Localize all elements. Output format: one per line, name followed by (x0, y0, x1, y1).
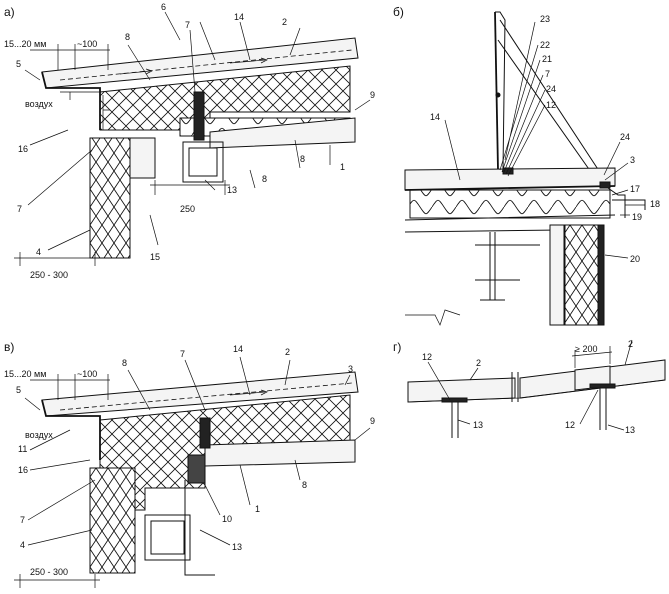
svg-text:15...20 мм: 15...20 мм (4, 369, 46, 379)
svg-text:~100: ~100 (77, 369, 97, 379)
svg-text:12: 12 (546, 100, 556, 110)
svg-text:12: 12 (565, 420, 575, 430)
connector (193, 91, 205, 141)
svg-text:7: 7 (545, 69, 550, 79)
svg-text:24: 24 (620, 132, 630, 142)
svg-text:14: 14 (234, 12, 244, 22)
svg-text:9: 9 (370, 416, 375, 426)
panel-label-g: г) (393, 340, 401, 354)
svg-text:9: 9 (370, 90, 375, 100)
svg-text:24: 24 (546, 84, 556, 94)
svg-text:2: 2 (628, 339, 633, 349)
svg-text:18: 18 (650, 199, 660, 209)
svg-text:11: 11 (18, 444, 27, 454)
svg-text:8: 8 (262, 174, 267, 184)
svg-text:13: 13 (625, 425, 635, 435)
detail-g: г) ≥ 200 12 2 2 13 12 13 (393, 339, 666, 438)
svg-text:7: 7 (180, 349, 185, 359)
svg-text:3: 3 (348, 364, 353, 374)
svg-text:5: 5 (16, 385, 21, 395)
svg-text:250 - 300: 250 - 300 (30, 567, 68, 577)
svg-text:13: 13 (227, 185, 237, 195)
svg-text:8: 8 (300, 154, 305, 164)
insulation-b (409, 189, 611, 219)
panel-label-b: б) (393, 5, 404, 19)
detail-a: а) 15...20 мм ~100 250 250 - 300 возд (4, 2, 375, 280)
vent-gap-line (59, 49, 353, 81)
svg-text:воздух: воздух (25, 99, 53, 109)
svg-text:4: 4 (36, 247, 41, 257)
svg-text:13: 13 (473, 420, 483, 430)
svg-text:250 - 300: 250 - 300 (30, 270, 68, 280)
wall (89, 137, 131, 259)
svg-text:20: 20 (630, 254, 640, 264)
svg-text:7: 7 (17, 204, 22, 214)
svg-text:3: 3 (630, 155, 635, 165)
beam-v (204, 439, 356, 467)
svg-text:2: 2 (285, 347, 290, 357)
svg-text:8: 8 (302, 480, 307, 490)
panel-label-v: в) (4, 340, 14, 354)
svg-text:≥ 200: ≥ 200 (575, 344, 597, 354)
seal (187, 454, 206, 484)
svg-text:воздух: воздух (25, 430, 53, 440)
svg-text:13: 13 (232, 542, 242, 552)
svg-text:2: 2 (476, 358, 481, 368)
svg-text:19: 19 (632, 212, 642, 222)
svg-text:1: 1 (340, 162, 345, 172)
svg-text:2: 2 (282, 17, 287, 27)
svg-text:16: 16 (18, 465, 28, 475)
svg-text:15...20 мм: 15...20 мм (4, 39, 46, 49)
svg-text:~100: ~100 (77, 39, 97, 49)
svg-text:16: 16 (18, 144, 28, 154)
svg-text:14: 14 (233, 344, 243, 354)
svg-text:22: 22 (540, 40, 550, 50)
beam (209, 117, 356, 149)
detail-v: в) 15...20 мм ~100 250 - 300 воздух 5 8 … (4, 340, 375, 588)
svg-text:5: 5 (16, 59, 21, 69)
steel-tube (182, 141, 224, 183)
svg-text:12: 12 (422, 352, 432, 362)
svg-text:7: 7 (185, 20, 190, 30)
svg-text:1: 1 (255, 504, 260, 514)
wall-cap (129, 137, 156, 179)
svg-text:7: 7 (20, 515, 25, 525)
svg-text:8: 8 (125, 32, 130, 42)
wall-v (89, 467, 136, 574)
svg-text:8: 8 (122, 358, 127, 368)
svg-text:14: 14 (430, 112, 440, 122)
steel-tube-v (144, 514, 191, 561)
svg-text:21: 21 (542, 54, 552, 64)
svg-text:10: 10 (222, 514, 232, 524)
svg-text:17: 17 (630, 184, 640, 194)
wall-b (564, 224, 601, 326)
panel-label-a: а) (4, 5, 15, 19)
svg-text:4: 4 (20, 540, 25, 550)
svg-text:6: 6 (161, 2, 166, 12)
svg-text:23: 23 (540, 14, 550, 24)
detail-b: б) 23 22 21 7 24 12 14 24 3 17 (393, 5, 660, 326)
svg-text:15: 15 (150, 252, 160, 262)
svg-text:250: 250 (180, 204, 195, 214)
